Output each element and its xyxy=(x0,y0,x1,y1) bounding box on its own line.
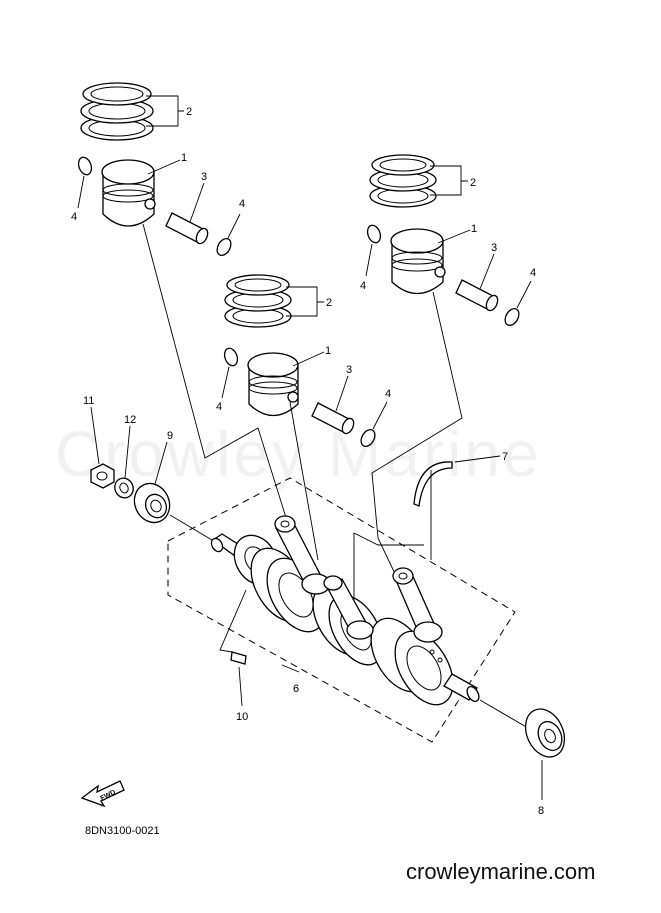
callout-1: 1 xyxy=(181,152,187,164)
connecting-rod-2 xyxy=(323,575,374,640)
piston-ring-set-3 xyxy=(224,274,292,328)
diagram-code: 8DN3100-0021 xyxy=(85,825,160,837)
callout-9: 9 xyxy=(167,430,173,442)
callout-4: 4 xyxy=(239,198,245,210)
callout-4: 4 xyxy=(385,388,391,400)
callout-10: 10 xyxy=(236,711,248,723)
piston-pin-2 xyxy=(455,279,499,312)
callout-1: 1 xyxy=(325,345,331,357)
piston-ring-set-1 xyxy=(80,82,154,141)
fwd-arrow-icon: FWD xyxy=(80,780,125,808)
crank-bearing-7 xyxy=(413,461,453,507)
callout-4: 4 xyxy=(360,280,366,292)
crankshaft-assembly-boundary xyxy=(167,477,516,743)
callout-6: 6 xyxy=(293,683,299,695)
nut-11 xyxy=(90,463,115,489)
callout-2: 2 xyxy=(326,297,332,309)
piston-clip-2b xyxy=(504,307,520,327)
piston-clip-3b xyxy=(360,428,376,448)
oil-seal-9 xyxy=(133,482,171,524)
piston-clip-3a xyxy=(223,347,239,367)
callout-12: 12 xyxy=(124,414,136,426)
callout-1: 1 xyxy=(471,223,477,235)
connecting-rod-1 xyxy=(274,515,331,595)
assembly-line-2 xyxy=(371,291,463,581)
piston-pin-1 xyxy=(165,212,209,245)
callout-2: 2 xyxy=(186,106,192,118)
callout-11: 11 xyxy=(83,395,94,407)
callout-3: 3 xyxy=(346,364,352,376)
piston-pin-3 xyxy=(311,402,355,435)
piston-2 xyxy=(390,228,446,295)
connecting-rod-3 xyxy=(392,567,443,643)
piston-1 xyxy=(101,159,156,227)
piston-3 xyxy=(247,352,299,417)
washer-12 xyxy=(114,477,134,499)
assembly-line-1 xyxy=(142,223,294,541)
callout-8: 8 xyxy=(538,805,544,817)
piston-clip-1a xyxy=(77,156,93,176)
woodruff-key-10 xyxy=(230,651,247,665)
piston-clip-2a xyxy=(366,224,382,244)
callout-3: 3 xyxy=(201,171,207,183)
callout-4: 4 xyxy=(530,267,536,279)
callout-3: 3 xyxy=(491,242,497,254)
website-label: crowleymarine.com xyxy=(406,859,596,884)
piston-clip-1b xyxy=(216,237,232,257)
callout-4: 4 xyxy=(71,211,77,223)
callout-2: 2 xyxy=(470,177,476,189)
callout-4: 4 xyxy=(216,401,222,413)
callout-7: 7 xyxy=(502,451,508,463)
oil-seal-8 xyxy=(524,708,566,758)
assembly-line-3 xyxy=(289,401,319,561)
watermark: Crowley Marine xyxy=(55,418,542,490)
piston-ring-set-2 xyxy=(369,154,437,208)
